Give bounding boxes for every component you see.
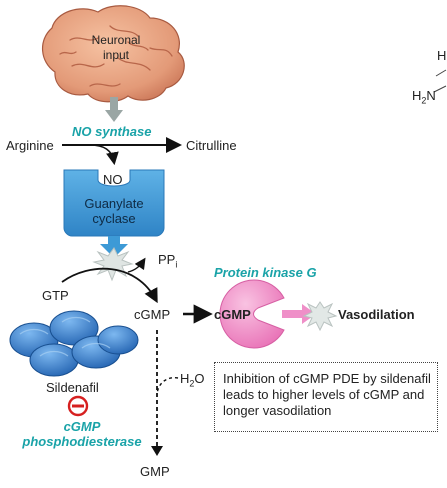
- water-h: H: [180, 371, 190, 386]
- pkg-output-arrow: [282, 304, 316, 324]
- h2n-sub: 2: [421, 95, 427, 106]
- nos-enzyme-label: NO synthase: [72, 124, 152, 139]
- gtp-label: GTP: [42, 288, 69, 303]
- vasodilation-burst-icon: [302, 301, 338, 332]
- ppi-label: PPi: [158, 252, 177, 273]
- molecule-h2n-label: H2N: [412, 88, 436, 109]
- water-sub: 2: [189, 378, 195, 389]
- brain-icon: [42, 5, 185, 103]
- inhibition-note-text: Inhibition of cGMP PDE by sildenafil lea…: [223, 371, 431, 418]
- ppi-main: PP: [158, 252, 176, 267]
- ppi-sub: i: [175, 259, 178, 270]
- cgmp-label: cGMP: [134, 307, 171, 322]
- inhibition-icon: [67, 395, 89, 417]
- pkg-name-label: Protein kinase G: [214, 265, 317, 280]
- water-o: O: [194, 371, 205, 386]
- guanylate-cyclase-shape: [63, 169, 165, 237]
- sildenafil-label: Sildenafil: [46, 380, 99, 395]
- gmp-label: GMP: [140, 464, 170, 479]
- protein-kinase-g-shape: [219, 279, 285, 349]
- pkg-bound-cgmp-label: cGMP: [214, 307, 251, 322]
- citrulline-label: Citrulline: [186, 138, 237, 153]
- pde-enzyme-label: cGMP phosphodiesterase: [22, 419, 142, 449]
- pde-line1: cGMP: [63, 419, 101, 434]
- guanylate-cyclase-label: Guanylate cyclase: [64, 196, 164, 226]
- h2n-n: N: [426, 88, 436, 103]
- water-label: H2O: [180, 371, 205, 392]
- water-branch-arrow: [156, 377, 179, 395]
- vasodilation-label: Vasodilation: [338, 307, 415, 322]
- guanylate-line1: Guanylate: [84, 196, 144, 211]
- brain-label-line2: input: [102, 48, 130, 62]
- pde-arrowhead: [151, 446, 163, 456]
- ppi-branch-arrow: [127, 257, 146, 273]
- h2n-h: H: [412, 88, 422, 103]
- sildenafil-pills-icon: [9, 310, 139, 377]
- inhibition-note-box: Inhibition of cGMP PDE by sildenafil lea…: [214, 362, 438, 432]
- no-branch-arrow: [89, 144, 119, 166]
- no-label: NO: [103, 172, 123, 187]
- pde-line2: phosphodiesterase: [22, 434, 142, 449]
- brain-label-line1: Neuronal: [91, 33, 141, 47]
- molecule-h-label: H: [437, 48, 447, 63]
- guanylate-line2: cyclase: [92, 211, 136, 226]
- arginine-label: Arginine: [6, 138, 54, 153]
- activation-burst-icon: [92, 247, 134, 282]
- gtp-reaction-arrow: [61, 267, 158, 304]
- brain-label: Neuronal input: [86, 33, 146, 63]
- molecule-fragment-bonds: [433, 69, 447, 93]
- neuronal-input-arrow: [105, 97, 123, 122]
